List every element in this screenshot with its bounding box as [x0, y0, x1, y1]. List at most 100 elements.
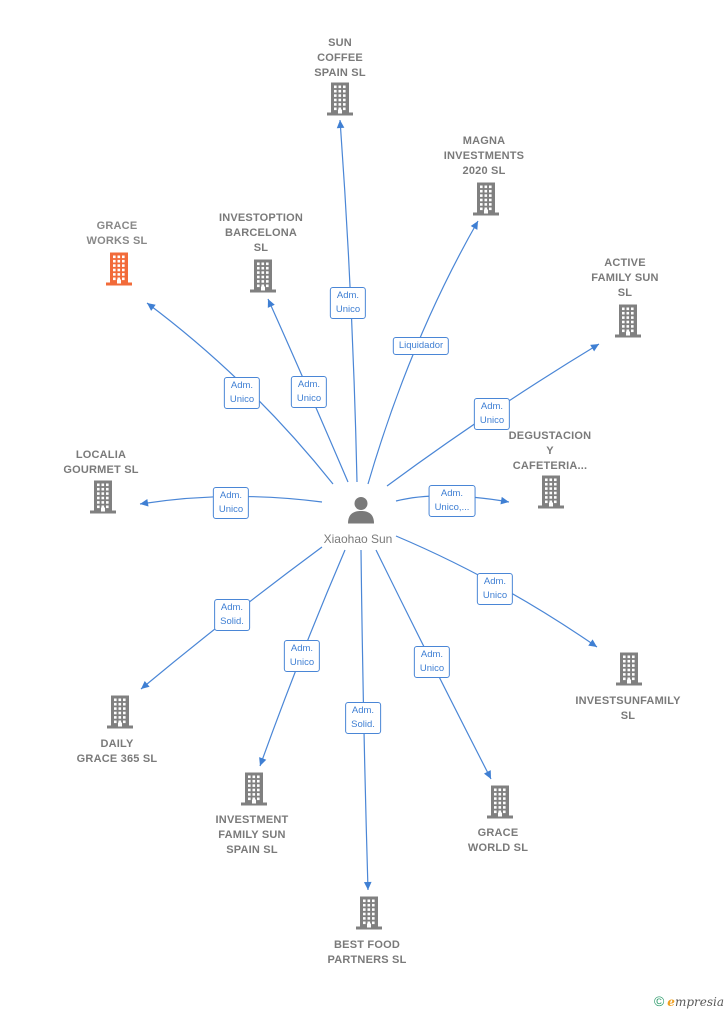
- company-label-line: GRACE 365 SL: [76, 753, 158, 765]
- building-icon[interactable]: [88, 479, 118, 520]
- company-label[interactable]: DEGUSTACION Y CAFETERIA...: [509, 429, 592, 474]
- company-label-line: CAFETERIA...: [512, 460, 588, 472]
- relationship-label-line: Adm.: [480, 401, 504, 412]
- relationship-label-line: Unico: [296, 393, 322, 404]
- relationship-label-line: Adm.: [440, 488, 464, 499]
- brand-logo-text: mpresia: [674, 995, 724, 1009]
- relationship-label-line: Adm.: [336, 290, 360, 301]
- relationship-label[interactable]: Liquidador: [392, 337, 450, 355]
- company-label-line: INVESTSUNFAMILY: [575, 695, 681, 707]
- relationship-label[interactable]: Adm.Solid.: [345, 702, 381, 734]
- company-label-line: WORLD SL: [467, 842, 529, 854]
- edge-arrowhead: [141, 680, 150, 689]
- relationship-label-line: Adm.: [420, 649, 444, 660]
- relationship-label-line: Unico,...: [434, 502, 470, 513]
- relationship-label[interactable]: Adm. Unico: [212, 487, 250, 519]
- company-label-line: COFFEE: [317, 52, 363, 64]
- company-label-line: DAILY: [100, 738, 134, 750]
- relationship-label[interactable]: Adm. Unico: [413, 646, 451, 678]
- relationship-label-line: Unico: [218, 504, 244, 515]
- relationship-label[interactable]: Adm. Unico: [223, 377, 261, 409]
- relationship-label[interactable]: Adm. Unico: [476, 573, 514, 605]
- company-label-line: FAMILY SUN: [591, 272, 659, 284]
- copyright-icon: ©: [653, 993, 665, 1009]
- building-icon[interactable]: [471, 181, 501, 222]
- relationship-label-line: Unico: [419, 663, 445, 674]
- company-label-line: ACTIVE: [604, 257, 646, 269]
- building-icon[interactable]: [614, 651, 644, 692]
- building-icon[interactable]: [536, 474, 566, 515]
- company-label-line: LOCALIA: [75, 449, 127, 461]
- relationship-label[interactable]: Adm.Unico: [283, 640, 321, 672]
- building-icon[interactable]: [248, 258, 278, 299]
- company-label[interactable]: GRACE WORKS SL: [87, 219, 148, 249]
- company-label-line: WORKS SL: [86, 235, 148, 247]
- relationship-label-line: Adm.: [219, 490, 243, 501]
- relationship-label[interactable]: Adm. Unico,...: [428, 485, 476, 517]
- company-label-line: GOURMET SL: [63, 464, 139, 476]
- company-label[interactable]: BEST FOOD PARTNERS SL: [327, 938, 406, 968]
- company-label-line: SL: [253, 242, 269, 254]
- company-label-line: BEST FOOD: [334, 939, 400, 951]
- edge-arrowhead: [590, 344, 599, 352]
- relationship-label-line: Unico: [482, 590, 508, 601]
- company-label-line: SL: [617, 287, 633, 299]
- relationship-label[interactable]: Adm. Unico: [473, 398, 511, 430]
- center-person-name[interactable]: Xiaohao Sun: [323, 532, 393, 546]
- edge-arrowhead: [500, 496, 509, 505]
- building-icon[interactable]: [105, 694, 135, 735]
- building-icon[interactable]: [325, 81, 355, 122]
- company-label-line: BARCELONA: [224, 227, 298, 239]
- relationship-label-line: Adm.: [483, 576, 507, 587]
- company-label-line: GRACE: [477, 827, 519, 839]
- company-label-line: SPAIN SL: [226, 844, 278, 856]
- company-label[interactable]: ACTIVE FAMILY SUN SL: [591, 256, 658, 301]
- building-icon-highlighted[interactable]: [104, 251, 134, 292]
- edge-arrowhead: [267, 299, 275, 308]
- company-label[interactable]: MAGNA INVESTMENTS 2020 SL: [444, 134, 524, 179]
- edge-arrowhead: [147, 303, 156, 311]
- relationship-label-line: Unico: [335, 304, 361, 315]
- company-label-line: DEGUSTACION: [508, 430, 592, 442]
- edge-arrowhead: [363, 881, 372, 890]
- relationship-label-line: Adm.: [297, 379, 321, 390]
- relationship-label-line: Unico: [479, 415, 505, 426]
- relationship-label-line: Unico: [289, 657, 315, 668]
- relationship-label-line: Liquidador: [398, 340, 444, 351]
- building-icon[interactable]: [613, 303, 643, 344]
- edge-arrowhead: [140, 499, 149, 507]
- company-label[interactable]: GRACE WORLD SL: [468, 826, 528, 856]
- company-label-line: 2020 SL: [462, 165, 506, 177]
- relationship-label[interactable]: Adm. Unico: [290, 376, 328, 408]
- relationship-label[interactable]: Adm.Solid.: [214, 599, 250, 631]
- edge-arrowhead: [588, 639, 597, 647]
- company-label-line: Y: [546, 445, 554, 457]
- relationship-label-line: Adm.: [230, 380, 254, 391]
- company-label[interactable]: LOCALIA GOURMET SL: [63, 448, 138, 478]
- person-icon[interactable]: [346, 495, 376, 530]
- company-label-line: MAGNA: [462, 135, 506, 147]
- company-label-line: INVESTMENT: [215, 814, 289, 826]
- company-label-line: PARTNERS SL: [327, 954, 407, 966]
- building-icon[interactable]: [239, 771, 269, 812]
- company-label[interactable]: INVESTSUNFAMILY SL: [575, 694, 680, 724]
- relationship-label[interactable]: Adm. Unico: [329, 287, 367, 319]
- edge-arrowhead: [336, 120, 345, 129]
- edge-arrowhead: [259, 757, 267, 766]
- company-label[interactable]: INVESTMENT FAMILY SUN SPAIN SL: [216, 813, 289, 858]
- brand-logo-letter: e: [667, 995, 675, 1009]
- relationship-label-line: Unico: [229, 394, 255, 405]
- company-label[interactable]: DAILY GRACE 365 SL: [77, 737, 158, 767]
- building-icon[interactable]: [354, 895, 384, 936]
- building-icon[interactable]: [485, 784, 515, 825]
- relationship-label-line: Solid.: [220, 616, 244, 627]
- company-label-line: SL: [620, 710, 636, 722]
- relationship-label-line: Solid.: [351, 719, 375, 730]
- company-label-line: INVESTMENTS: [443, 150, 525, 162]
- company-label-line: FAMILY SUN: [218, 829, 286, 841]
- company-label-line: SPAIN SL: [314, 67, 366, 79]
- company-label-line: GRACE: [96, 220, 138, 232]
- empresia-brand: ©empresia: [654, 993, 724, 1009]
